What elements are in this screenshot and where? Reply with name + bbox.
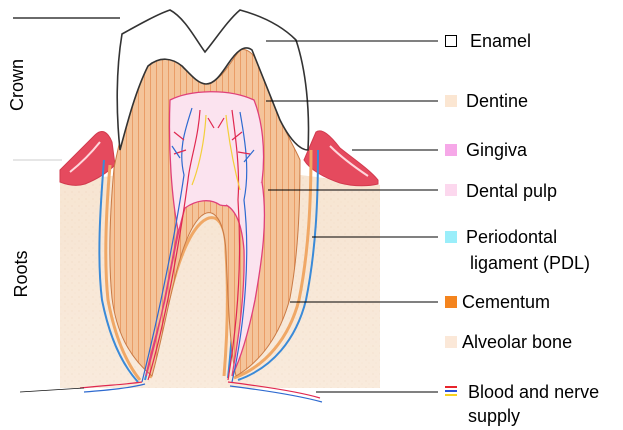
legend-label-gingiva: Gingiva [466, 139, 527, 161]
legend-label-pulp: Dental pulp [466, 180, 557, 202]
crown-label: Crown [7, 55, 29, 115]
legend-swatch-dentine [445, 95, 457, 107]
legend-label-pdl-line1: Periodontal [466, 226, 557, 248]
legend-swatch-pulp [445, 184, 457, 196]
legend-swatch-bone [445, 336, 457, 348]
legend-swatch-gingiva [445, 144, 457, 156]
legend-label-vessels-line1: Blood and nerve [468, 381, 599, 403]
legend-label-pdl-line2: ligament (PDL) [470, 252, 590, 274]
roots-label: Roots [11, 244, 33, 304]
legend-label-enamel: Enamel [470, 30, 531, 52]
legend-swatch-pdl [445, 231, 457, 243]
legend-label-dentine: Dentine [466, 90, 528, 112]
legend-swatch-enamel [445, 35, 457, 47]
legend-label-bone: Alveolar bone [462, 331, 572, 353]
legend-swatch-cementum [445, 296, 457, 308]
legend-label-vessels-line2: supply [468, 405, 520, 427]
legend-swatch-vessels [445, 386, 457, 398]
legend-label-cementum: Cementum [462, 291, 550, 313]
